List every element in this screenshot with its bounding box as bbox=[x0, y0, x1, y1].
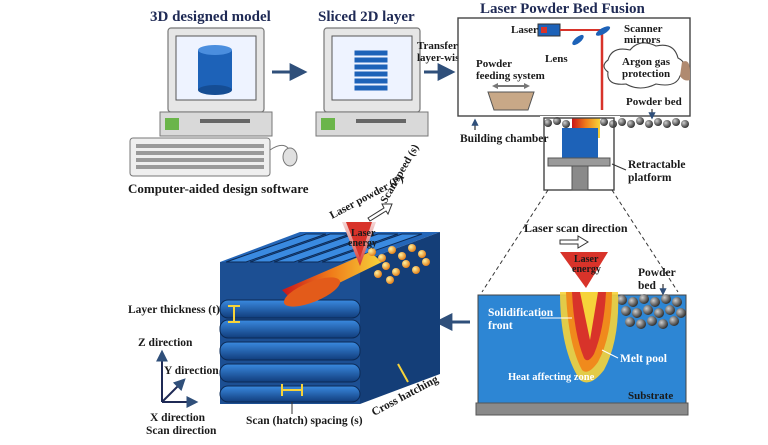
title-sliced-layer: Sliced 2D layer bbox=[318, 9, 415, 25]
label-substrate: Substrate bbox=[628, 390, 673, 402]
label-melt-pool: Melt pool bbox=[620, 353, 667, 365]
keyboard-keys bbox=[136, 144, 264, 169]
label-mirrors: mirrors bbox=[624, 34, 661, 46]
label-powder-bed-top: Powder bed bbox=[626, 96, 682, 108]
layered-block bbox=[219, 222, 440, 404]
label-powder-bed-b2: bed bbox=[638, 280, 657, 292]
axes-triad bbox=[156, 349, 199, 408]
label-laser: Laser bbox=[511, 24, 538, 36]
melt-pool-detail bbox=[475, 292, 689, 416]
label-x-direction: X direction bbox=[150, 412, 206, 424]
svg-text:Laser: Laser bbox=[574, 254, 599, 265]
label-feeding-system: feeding system bbox=[476, 70, 545, 82]
label-scan-direction: Scan direction bbox=[146, 425, 217, 437]
label-platform: platform bbox=[628, 172, 672, 184]
laser-energy-cone-b: Laser energy bbox=[560, 252, 608, 288]
label-cad-software: Computer-aided design software bbox=[128, 181, 309, 196]
label-laser-scan-direction: Laser scan direction bbox=[524, 221, 628, 235]
label-heat-affecting-zone: Heat affecting zone bbox=[508, 372, 595, 383]
computer-cad bbox=[129, 27, 298, 177]
label-scan-speed: Scan speed (s) bbox=[378, 142, 422, 205]
label-transfer: Transfer bbox=[417, 40, 458, 52]
zoom-line-left bbox=[481, 189, 549, 293]
label-lens: Lens bbox=[545, 53, 568, 65]
front-layer-tracks bbox=[219, 299, 361, 403]
retractable-platform bbox=[543, 117, 615, 191]
computer-sliced bbox=[315, 27, 429, 137]
label-laser-energy-block-1: Laser bbox=[351, 228, 376, 239]
lpbf-machine bbox=[457, 17, 691, 117]
arrow-scan-speed bbox=[367, 203, 393, 222]
sliced-cylinder-icon bbox=[353, 49, 389, 92]
pointer-melt-pool bbox=[601, 349, 619, 359]
label-argon-gas: Argon gas bbox=[622, 56, 671, 68]
label-front: front bbox=[488, 320, 513, 332]
title-lpbf: Laser Powder Bed Fusion bbox=[480, 1, 646, 17]
label-y-direction: Y direction bbox=[164, 365, 219, 377]
arrow-laser-scan-direction bbox=[559, 235, 589, 249]
label-powder-feeding: Powder bbox=[476, 58, 512, 70]
label-retractable: Retractable bbox=[628, 159, 685, 171]
label-z-direction: Z direction bbox=[138, 337, 193, 349]
zoom-line-right bbox=[611, 189, 679, 293]
svg-text:energy: energy bbox=[572, 264, 601, 275]
label-powder-bed-b1: Powder bbox=[638, 267, 676, 279]
label-protection: protection bbox=[622, 68, 670, 80]
label-scanner: Scanner bbox=[624, 23, 663, 35]
label-laser-energy-block-2: energy bbox=[348, 238, 377, 249]
cylinder-model-icon bbox=[198, 45, 232, 95]
label-layer-thickness: Layer thickness (t) bbox=[128, 304, 220, 316]
label-layer-wise: layer-wise bbox=[417, 52, 464, 64]
label-solidification: Solidification bbox=[488, 307, 554, 319]
cross-hatching-marker bbox=[397, 363, 409, 383]
pointer-retractable bbox=[611, 163, 627, 171]
title-3d-model: 3D designed model bbox=[150, 9, 271, 25]
label-building-chamber: Building chamber bbox=[460, 133, 549, 145]
label-hatch-spacing: Scan (hatch) spacing (s) bbox=[246, 415, 363, 427]
